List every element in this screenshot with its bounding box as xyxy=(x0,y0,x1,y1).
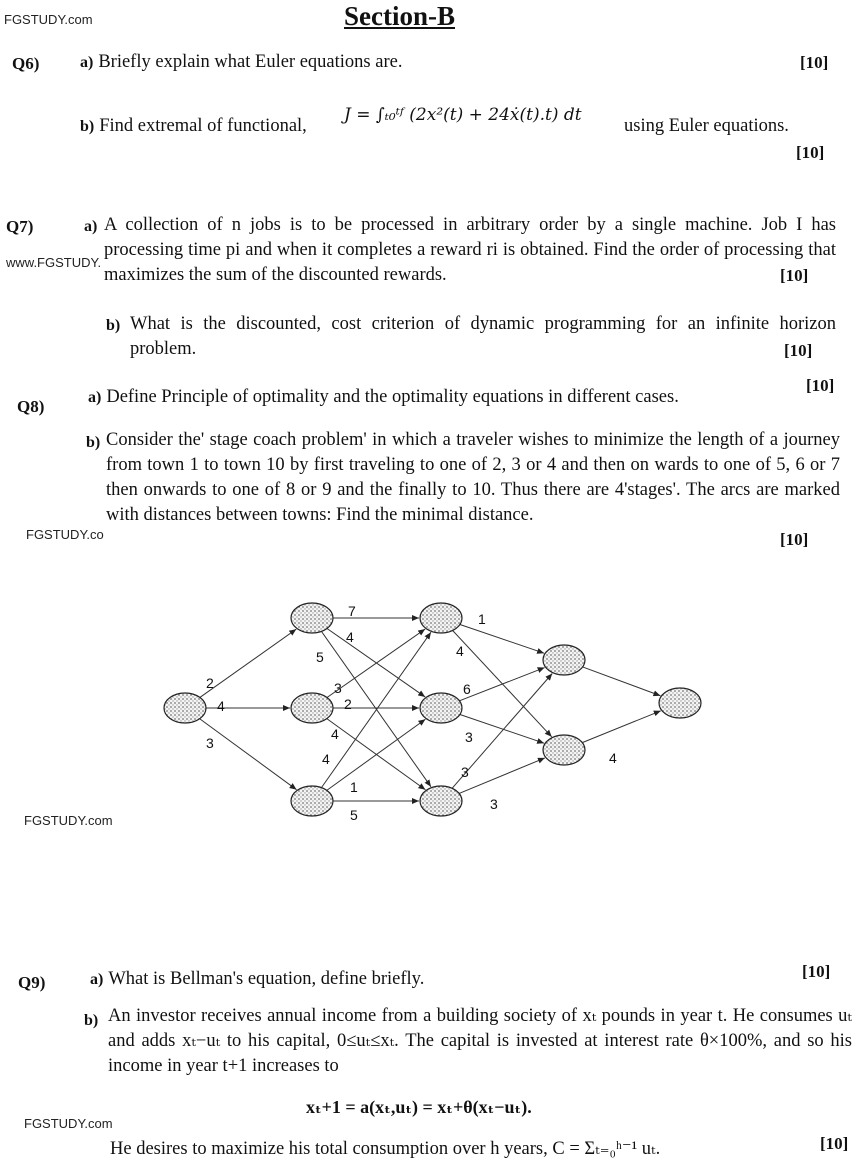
graph-edge xyxy=(326,628,426,698)
town-node xyxy=(542,644,586,676)
watermark: FGSTUDY.com xyxy=(24,1116,113,1131)
graph-edge xyxy=(459,623,545,654)
part-label: b) xyxy=(86,434,101,451)
question-text: Consider the' stage coach problem' in wh… xyxy=(106,430,840,525)
question-text: He desires to maximize his total consump… xyxy=(110,1139,661,1159)
edge-distance-label: 4 xyxy=(456,643,464,659)
graph-edge xyxy=(199,628,297,698)
question-number: Q9) xyxy=(18,973,46,992)
question-number: Q7) xyxy=(6,217,34,236)
edge-distance-label: 4 xyxy=(322,751,330,767)
town-node xyxy=(290,692,334,724)
marks: [10] xyxy=(820,1134,849,1153)
edge-distance-label: 4 xyxy=(609,750,617,766)
question-number: Q6) xyxy=(12,54,40,73)
part-label: b) xyxy=(84,1012,99,1029)
edge-distance-label: 6 xyxy=(463,681,471,697)
edge-distance-label: 3 xyxy=(206,735,214,751)
graph-edge xyxy=(199,718,297,791)
marks: [10] xyxy=(780,266,809,285)
edge-distance-label: 4 xyxy=(331,726,339,742)
question-text: What is the discounted, cost criterion o… xyxy=(130,314,836,359)
part-label: a) xyxy=(88,389,102,406)
marks: [10] xyxy=(806,376,835,395)
edge-distance-label: 3 xyxy=(334,680,342,696)
question-text: A collection of n jobs is to be processe… xyxy=(104,215,836,285)
part-label: a) xyxy=(90,971,104,988)
functional-formula: J = ∫ₜ₀ᵗᶠ (2x²(t) + 24ẋ(t).t) dt xyxy=(344,105,582,125)
edge-distance-label: 3 xyxy=(465,729,473,745)
graph-edge xyxy=(326,718,426,791)
question-text: What is Bellman's equation, define brief… xyxy=(108,969,425,989)
edge-distance-label: 5 xyxy=(350,807,358,823)
part-label: a) xyxy=(84,218,98,235)
town-node xyxy=(290,602,334,634)
graph-edge xyxy=(321,631,432,788)
question-part: a)Define Principle of optimality and the… xyxy=(88,387,679,408)
marks: [10] xyxy=(784,341,813,360)
edge-distance-label: 4 xyxy=(217,698,225,714)
edge-distance-label: 7 xyxy=(348,603,356,619)
graph-edge xyxy=(459,713,545,744)
marks: [10] xyxy=(796,143,825,162)
edge-distance-label: 2 xyxy=(344,696,352,712)
edge-distance-label: 5 xyxy=(316,649,324,665)
section-title: Section-B xyxy=(344,1,455,31)
question-text: Briefly explain what Euler equations are… xyxy=(98,52,403,72)
marks: [10] xyxy=(780,530,809,549)
town-node xyxy=(542,734,586,766)
town-node xyxy=(290,785,334,817)
town-node xyxy=(658,687,702,719)
part-label: b) xyxy=(80,118,95,135)
watermark: FGSTUDY.com xyxy=(4,12,93,27)
question-text: An investor receives annual income from … xyxy=(108,1006,852,1076)
marks: [10] xyxy=(802,962,831,981)
town-node xyxy=(163,692,207,724)
part-label: a) xyxy=(80,54,94,71)
graph-edge xyxy=(582,710,661,744)
edge-distance-label: 2 xyxy=(206,675,214,691)
question-part: b)Find extremal of functional, xyxy=(80,116,307,137)
town-node xyxy=(419,602,463,634)
watermark: www.FGSTUDY. xyxy=(6,255,102,270)
question-number: Q8) xyxy=(17,397,45,416)
edge-distance-label: 3 xyxy=(461,764,469,780)
part-label: b) xyxy=(106,317,121,334)
watermark: FGSTUDY.com xyxy=(24,813,113,828)
graph-edge xyxy=(458,757,546,794)
town-node xyxy=(419,785,463,817)
edge-distance-label: 4 xyxy=(346,629,354,645)
watermark: FGSTUDY.co xyxy=(26,527,104,542)
question-part: a)Briefly explain what Euler equations a… xyxy=(80,52,402,73)
question-text: Define Principle of optimality and the o… xyxy=(106,387,679,407)
question-part: a)What is Bellman's equation, define bri… xyxy=(90,969,424,990)
question-text: using Euler equations. xyxy=(624,116,789,136)
graph-edge xyxy=(582,666,661,697)
question-text: Find extremal of functional, xyxy=(99,116,307,136)
graph-edge xyxy=(451,673,553,789)
edge-distance-label: 1 xyxy=(478,611,486,627)
edge-distance-label: 1 xyxy=(350,779,358,795)
town-node xyxy=(419,692,463,724)
graph-edge xyxy=(459,667,545,702)
marks: [10] xyxy=(800,53,829,72)
edge-distance-label: 3 xyxy=(490,796,498,812)
income-equation: xₜ+1 = a(xₜ,uₜ) = xₜ+θ(xₜ−uₜ). xyxy=(306,1097,532,1117)
